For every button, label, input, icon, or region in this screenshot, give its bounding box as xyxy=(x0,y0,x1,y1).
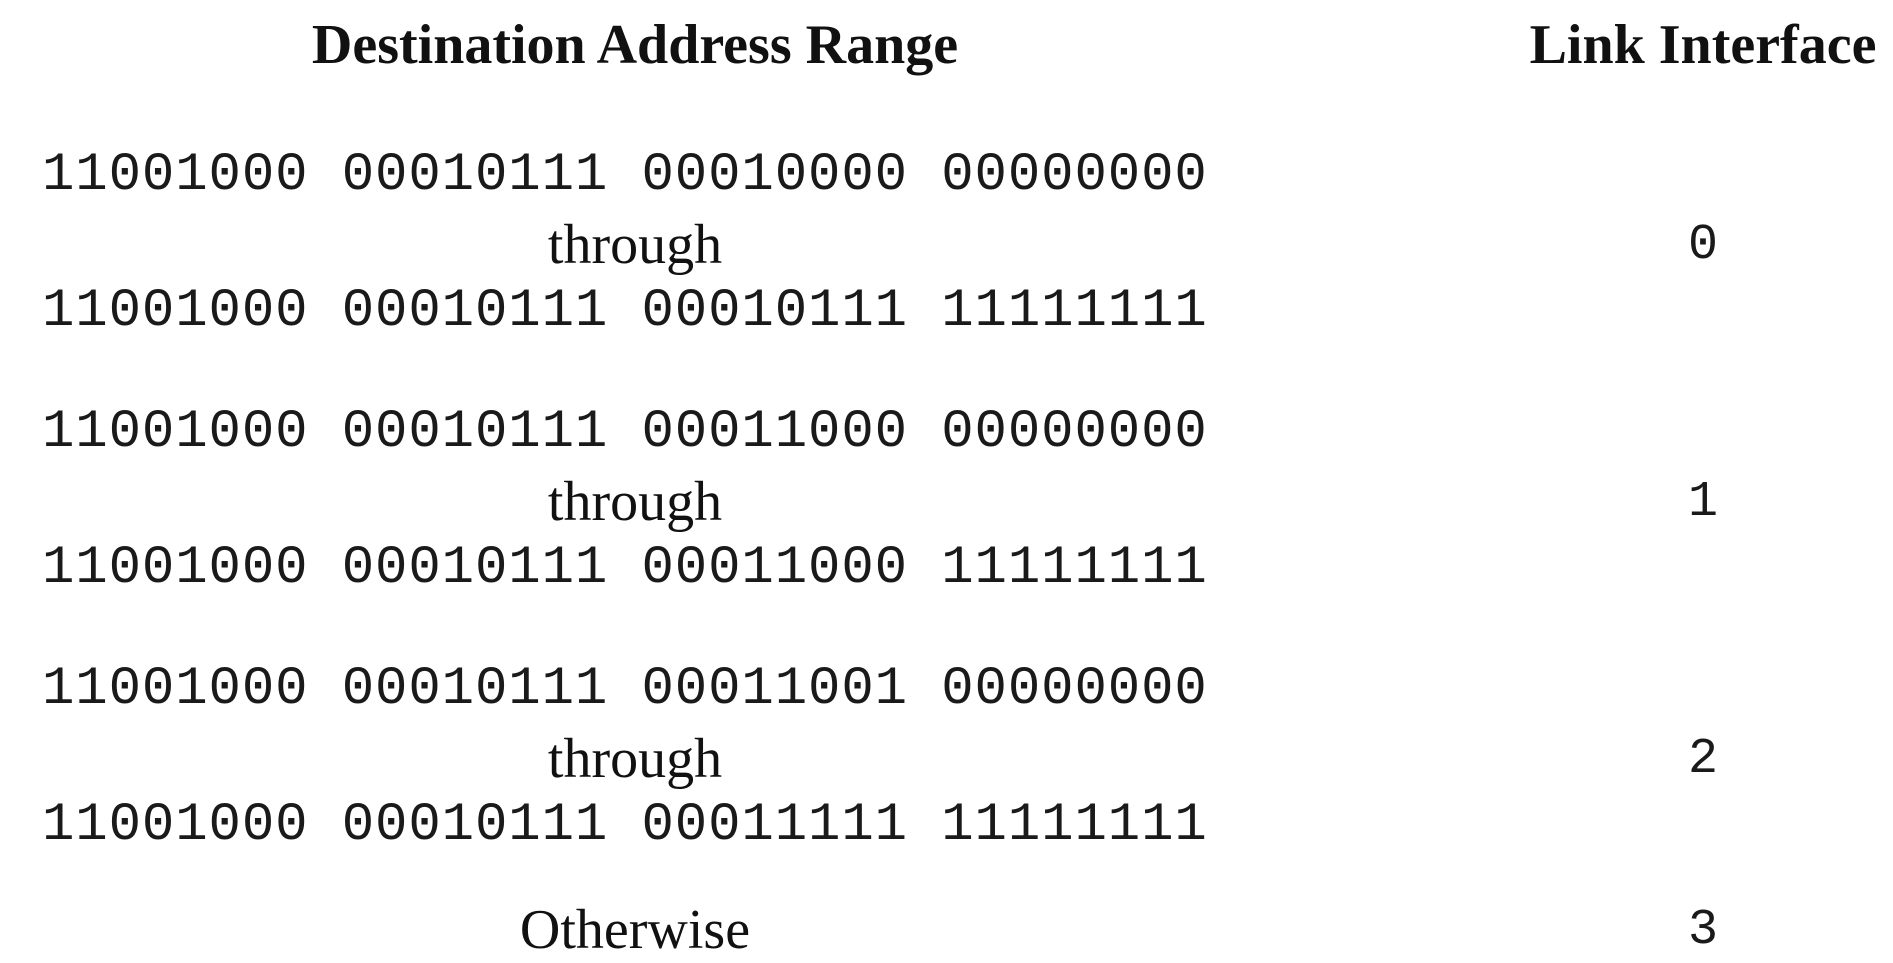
range-start-address: 11001000 00010111 00011000 00000000 xyxy=(42,402,1208,463)
range-end-address: 11001000 00010111 00011111 11111111 xyxy=(42,795,1208,856)
link-interface-value: 1 xyxy=(1687,474,1718,531)
range-end-address: 11001000 00010111 00010111 11111111 xyxy=(42,281,1208,342)
link-interface-value: 3 xyxy=(1687,902,1718,959)
through-label: through xyxy=(547,214,723,276)
link-interface-value: 2 xyxy=(1687,731,1718,788)
otherwise-label: Otherwise xyxy=(519,899,751,961)
through-label: through xyxy=(547,728,723,790)
range-start-address: 11001000 00010111 00011001 00000000 xyxy=(42,659,1208,720)
range-end-address: 11001000 00010111 00011000 11111111 xyxy=(42,538,1208,599)
link-interface-header: Link Interface xyxy=(1529,14,1877,76)
through-label: through xyxy=(547,471,723,533)
destination-address-range-header: Destination Address Range xyxy=(311,14,959,76)
link-interface-value: 0 xyxy=(1687,217,1718,274)
range-start-address: 11001000 00010111 00010000 00000000 xyxy=(42,145,1208,206)
